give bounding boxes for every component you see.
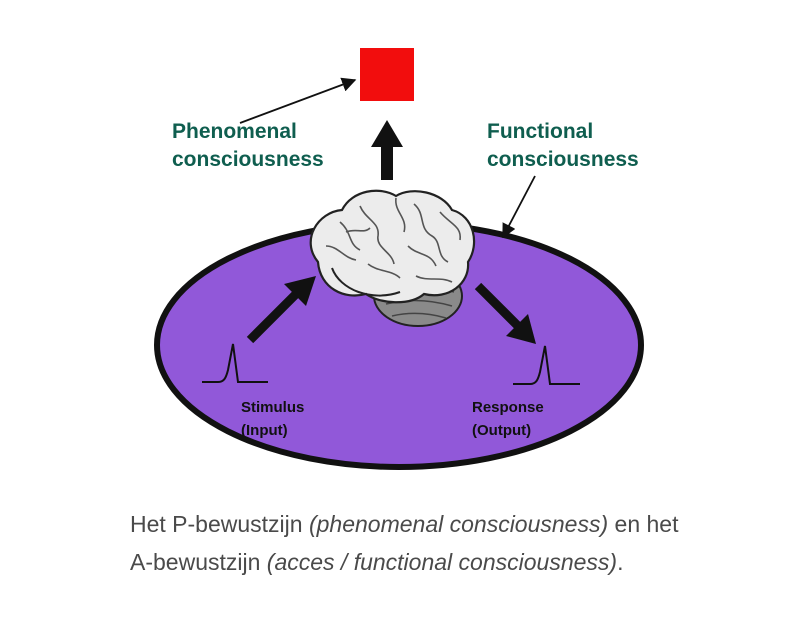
caption-part4: (acces / functional consciousness) — [266, 549, 618, 575]
input-arrow — [246, 276, 316, 344]
functional-label-line2: consciousness — [487, 148, 639, 171]
stimulus-label-line1: Stimulus — [241, 399, 304, 416]
phenomenal-label-line2: consciousness — [172, 148, 324, 171]
output-arrow — [474, 282, 536, 344]
response-label-line2: (Output) — [472, 422, 531, 439]
phenomenal-label-line1: Phenomenal — [172, 120, 297, 143]
consciousness-diagram: Phenomenal consciousness Functional cons… — [154, 48, 644, 470]
stimulus-label-line2: (Input) — [241, 422, 288, 439]
functional-label-line1: Functional — [487, 120, 593, 143]
brain-icon — [309, 189, 476, 327]
caption-part3: en het A-bewustzijn — [130, 511, 679, 575]
response-spike — [513, 345, 580, 385]
figure-caption: Het P-bewustzijn (phenomenal consciousne… — [130, 505, 690, 581]
caption-part1: Het P-bewustzijn — [130, 511, 309, 537]
phenomenal-pointer-arrow — [239, 77, 357, 124]
response-label-line1: Response — [472, 399, 544, 416]
red-square — [360, 48, 414, 101]
stimulus-spike — [202, 343, 268, 383]
caption-part5: . — [617, 549, 624, 575]
up-arrow — [371, 120, 403, 180]
caption-part2: (phenomenal consciousness) — [308, 511, 609, 537]
functional-pointer-arrow — [502, 175, 536, 239]
